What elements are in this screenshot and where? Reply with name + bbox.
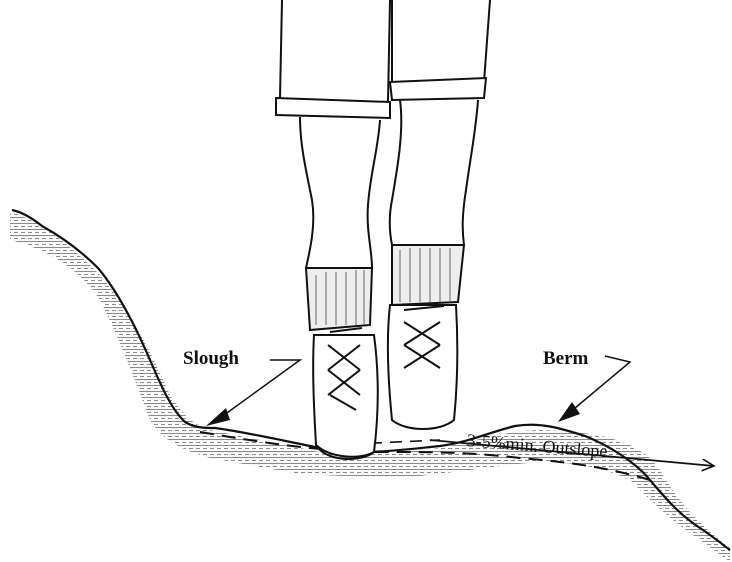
hiker-left-leg [276,0,390,459]
hiker-right-leg [388,0,490,429]
slough-label: Slough [183,348,239,370]
berm-label: Berm [543,348,588,370]
slough-arrowhead [206,408,230,426]
berm-arrowhead [558,402,580,422]
